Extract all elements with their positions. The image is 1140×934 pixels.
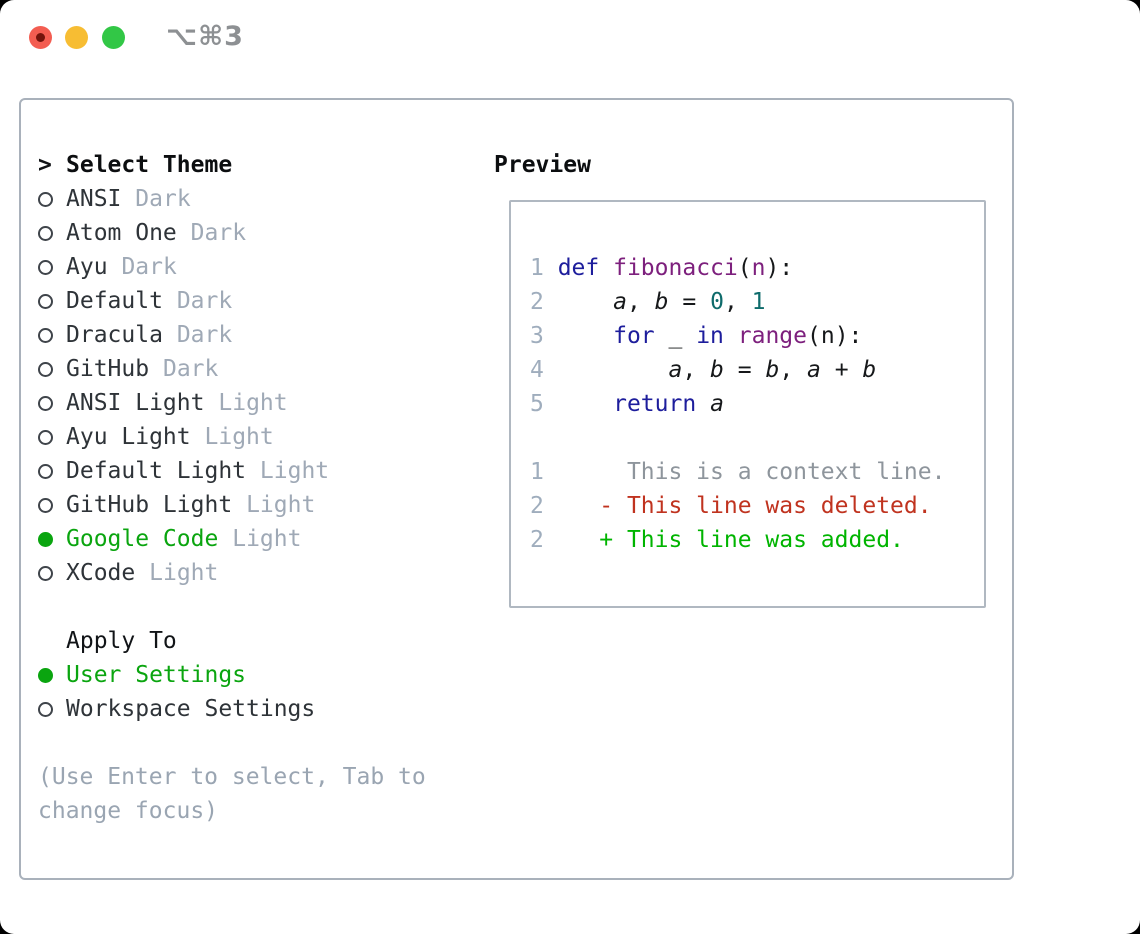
code-preview: 1 def fibonacci(n): 2 a, b = 0, 1 3 for _ … (530, 251, 945, 557)
apply-option-workspace-settings[interactable]: Workspace Settings (38, 692, 468, 726)
item-label: Workspace Settings (66, 696, 316, 722)
circle-icon (38, 463, 53, 479)
code-line: 2 - This line was deleted. (530, 493, 932, 519)
theme-item-default-light[interactable]: Default Light Light (38, 454, 468, 488)
spacer (38, 590, 468, 624)
item-label: Google Code (66, 526, 219, 552)
item-label: Dracula (66, 322, 163, 348)
circle-icon (38, 395, 53, 411)
item-variant-tag: Dark (176, 288, 233, 314)
circle-icon (38, 225, 53, 241)
preview-title: Preview (494, 152, 591, 178)
prompt-icon: > (38, 152, 52, 178)
item-label: GitHub Light (66, 492, 233, 518)
circle-icon (38, 259, 53, 275)
filled-circle-icon (38, 531, 53, 547)
theme-item-xcode[interactable]: XCode Light (38, 556, 468, 590)
item-variant-tag: Dark (162, 356, 219, 382)
radio-icon (38, 225, 66, 241)
circle-icon (38, 429, 53, 445)
theme-item-github-light[interactable]: GitHub Light Light (38, 488, 468, 522)
code-line: 1 This is a context line. (530, 459, 946, 485)
hint-text: (Use Enter to select, Tab to change focu… (38, 760, 468, 828)
theme-item-atom-one[interactable]: Atom One Dark (38, 216, 468, 250)
radio-icon (38, 463, 66, 479)
code-line: 5 return a (530, 391, 724, 417)
item-label: Default (66, 288, 163, 314)
item-variant-tag: Light (204, 424, 274, 450)
item-variant-tag: Light (259, 458, 330, 484)
theme-item-ayu-light[interactable]: Ayu Light Light (38, 420, 468, 454)
circle-icon (38, 191, 53, 207)
code-line: 3 for _ in range(n): (530, 323, 863, 349)
apply-to-header: Apply To (38, 624, 468, 658)
code-line: 4 a, b = b, a + b (530, 357, 877, 383)
item-label: Ayu Light (66, 424, 191, 450)
item-label: GitHub (66, 356, 150, 382)
close-dot-icon (36, 33, 45, 42)
radio-icon (38, 497, 66, 513)
radio-icon (38, 565, 66, 581)
code-line: 2 a, b = 0, 1 (530, 289, 766, 315)
maximize-button[interactable] (102, 26, 125, 49)
radio-selected-icon (38, 667, 66, 683)
code-line (530, 421, 945, 455)
preview-box: 1 def fibonacci(n): 2 a, b = 0, 1 3 for _ … (509, 200, 986, 608)
circle-icon (38, 293, 53, 309)
item-variant-tag: Light (218, 390, 288, 416)
circle-icon (38, 565, 53, 581)
circle-icon (38, 701, 53, 717)
radio-icon (38, 293, 66, 309)
item-label: Atom One (66, 220, 177, 246)
radio-selected-icon (38, 531, 66, 547)
window-title: ⌥⌘3 (166, 21, 244, 52)
radio-icon (38, 361, 66, 377)
item-variant-tag: Dark (135, 186, 191, 212)
theme-item-dracula[interactable]: Dracula Dark (38, 318, 468, 352)
theme-item-github[interactable]: GitHub Dark (38, 352, 468, 386)
item-label: Ayu (66, 254, 108, 280)
item-label: ANSI (66, 186, 122, 212)
item-variant-tag: Light (149, 560, 219, 586)
apply-to-title: Apply To (66, 628, 177, 654)
circle-icon (38, 497, 53, 513)
radio-icon (38, 259, 66, 275)
radio-icon (38, 701, 66, 717)
item-label: XCode (66, 560, 136, 586)
apply-option-user-settings[interactable]: User Settings (38, 658, 468, 692)
code-line: 2 + This line was added. (530, 527, 904, 553)
code-line: 1 def fibonacci(n): (530, 255, 794, 281)
item-variant-tag: Dark (190, 220, 247, 246)
theme-item-ansi[interactable]: ANSI Dark (38, 182, 468, 216)
select-theme-title: Select Theme (66, 152, 233, 178)
radio-icon (38, 327, 66, 343)
item-variant-tag: Light (246, 492, 316, 518)
close-button[interactable] (29, 26, 52, 49)
radio-icon (38, 395, 66, 411)
theme-item-google-code[interactable]: Google Code Light (38, 522, 468, 556)
circle-icon (38, 327, 53, 343)
theme-item-ansi-light[interactable]: ANSI Light Light (38, 386, 468, 420)
item-label: Default Light (66, 458, 247, 484)
filled-circle-icon (38, 667, 53, 683)
item-variant-tag: Dark (121, 254, 177, 280)
select-theme-header: > Select Theme (38, 148, 468, 182)
item-variant-tag: Dark (176, 322, 233, 348)
item-label: User Settings (66, 662, 247, 688)
hint-line-2: change focus) (38, 798, 219, 824)
circle-icon (38, 361, 53, 377)
radio-icon (38, 429, 66, 445)
theme-item-ayu[interactable]: Ayu Dark (38, 250, 468, 284)
spacer (38, 726, 468, 760)
item-label: ANSI Light (66, 390, 205, 416)
theme-item-default[interactable]: Default Dark (38, 284, 468, 318)
item-variant-tag: Light (232, 526, 302, 552)
minimize-button[interactable] (65, 26, 88, 49)
hint-line-1: (Use Enter to select, Tab to (38, 764, 426, 790)
radio-icon (38, 191, 66, 207)
